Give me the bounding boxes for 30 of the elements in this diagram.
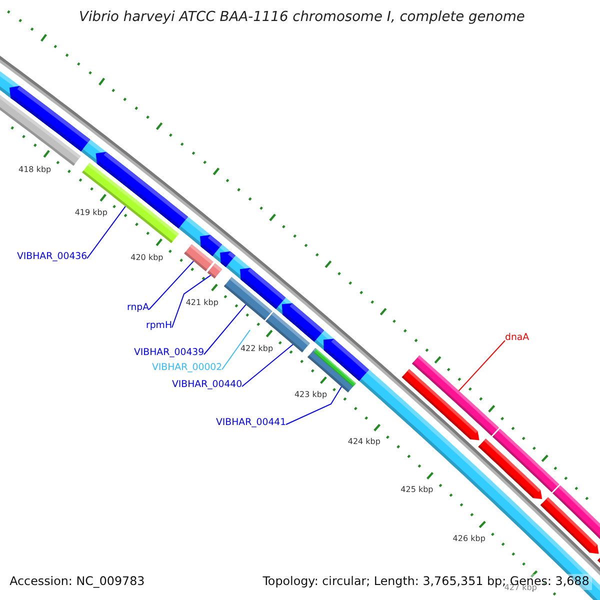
tick-label: 420 kbp: [130, 252, 164, 262]
tick-label: 419 kbp: [74, 208, 108, 218]
tick-label: 418 kbp: [18, 164, 52, 174]
leader-line: [286, 386, 342, 425]
tick-label: 423 kbp: [294, 390, 328, 400]
tick-label: 424 kbp: [348, 437, 380, 446]
diagram-title: Vibrio harveyi ATCC BAA-1116 chromosome I, complete genome: [79, 10, 525, 26]
gene-label: rpmH: [146, 320, 172, 332]
tick-label: 426 kbp: [452, 534, 486, 543]
gene-bar: [207, 263, 222, 278]
gene-bar: [412, 355, 499, 436]
gene-bar: [184, 244, 214, 272]
leader-line: [222, 330, 250, 370]
gene-label: VIBHAR_00002: [152, 363, 222, 374]
gene-bar: [224, 277, 272, 320]
leader-line: [172, 274, 212, 328]
leader-line: [86, 206, 126, 259]
tick-label: 421 kbp: [186, 298, 218, 307]
gene-label: VIBHAR_00439: [134, 348, 204, 358]
gene-label: dnaA: [505, 332, 530, 344]
gene-label: rnpA: [127, 302, 149, 314]
leader-line: [458, 340, 506, 392]
gene-label: VIBHAR_00436: [17, 252, 88, 262]
gene-label: VIBHAR_00440: [172, 380, 242, 390]
leader-line: [204, 304, 246, 355]
tick-label: 422 kbp: [240, 344, 274, 353]
gene-label: VIBHAR_00441: [216, 418, 286, 428]
tick-label: 425 kbp: [400, 485, 434, 494]
leader-line: [242, 344, 294, 387]
leader-line: [148, 260, 194, 310]
